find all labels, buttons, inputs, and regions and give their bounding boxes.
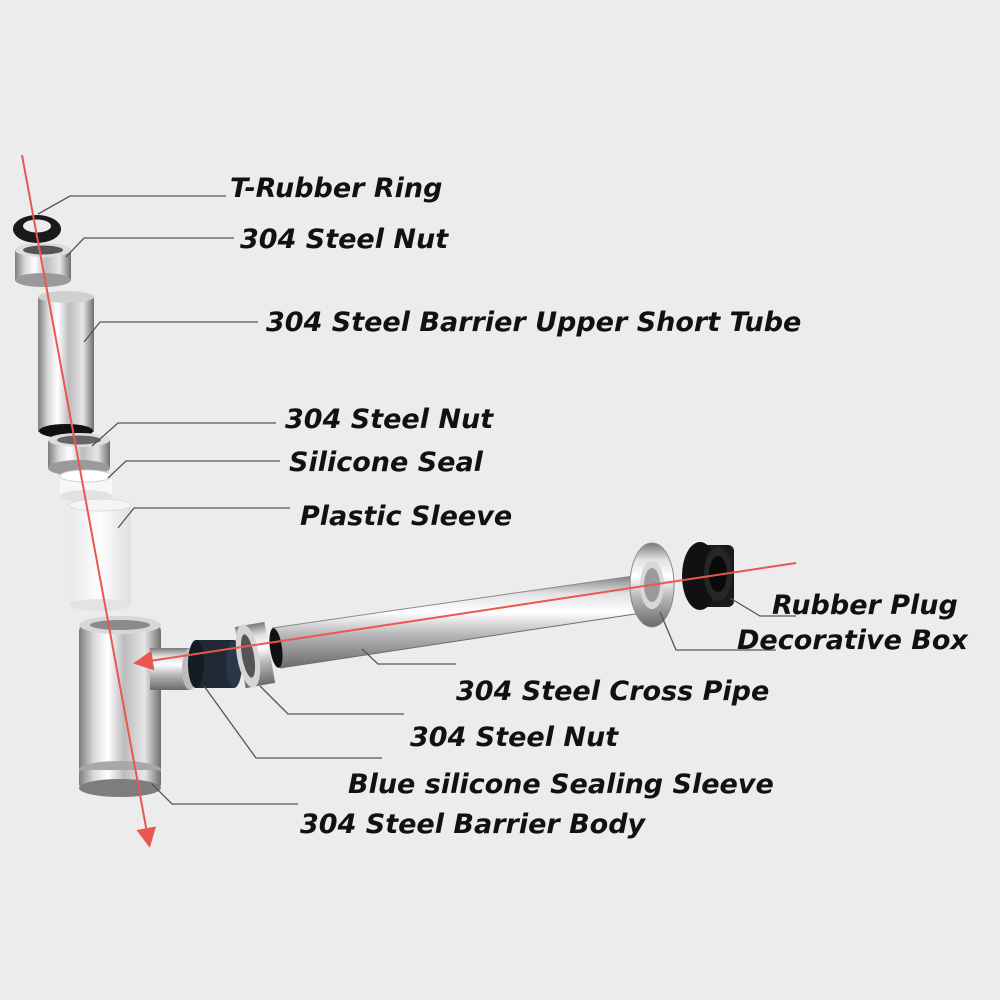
leader-silicone-seal bbox=[107, 460, 280, 479]
plastic-sleeve-part bbox=[68, 498, 132, 611]
blue-silicone-sleeve-part bbox=[188, 640, 242, 688]
label-silicone-seal: Silicone Seal bbox=[289, 447, 484, 478]
leader-t-rubber-ring bbox=[37, 195, 226, 215]
horizontal-axis-arrow-icon bbox=[133, 562, 797, 671]
upper-short-tube-part bbox=[38, 291, 94, 438]
label-nut-middle: 304 Steel Nut bbox=[285, 404, 494, 435]
leader-upper-tube bbox=[83, 321, 258, 343]
label-nut-bottom: 304 Steel Nut bbox=[410, 722, 619, 753]
leader-blue-sleeve bbox=[203, 685, 382, 759]
top-steel-nut-part bbox=[15, 243, 71, 287]
label-plastic-sleeve: Plastic Sleeve bbox=[300, 501, 512, 532]
label-nut-top: 304 Steel Nut bbox=[240, 224, 449, 255]
vertical-axis-arrow-icon bbox=[21, 154, 157, 848]
t-rubber-ring-part bbox=[13, 215, 61, 243]
label-blue-sleeve: Blue silicone Sealing Sleeve bbox=[348, 769, 774, 800]
label-upper-short-tube: 304 Steel Barrier Upper Short Tube bbox=[266, 307, 801, 338]
leader-rubber-plug bbox=[729, 597, 796, 617]
label-rubber-plug: Rubber Plug bbox=[772, 590, 958, 621]
leader-plastic-sleeve bbox=[117, 507, 290, 529]
label-t-rubber-ring: T-Rubber Ring bbox=[230, 173, 442, 204]
barrier-body-part bbox=[79, 616, 198, 797]
leader-nut-bottom bbox=[259, 685, 404, 715]
leader-barrier-body bbox=[151, 783, 298, 805]
leader-decorative-box bbox=[659, 611, 776, 651]
leader-nut-top bbox=[65, 237, 234, 258]
label-cross-pipe: 304 Steel Cross Pipe bbox=[456, 676, 769, 707]
bottom-steel-nut-part bbox=[234, 621, 276, 689]
middle-steel-nut-part bbox=[48, 433, 110, 476]
cross-pipe-part bbox=[269, 574, 649, 669]
label-barrier-body: 304 Steel Barrier Body bbox=[300, 809, 647, 840]
label-decorative-box: Decorative Box bbox=[737, 625, 969, 656]
leader-lines bbox=[37, 195, 796, 805]
leader-nut-middle bbox=[91, 422, 276, 447]
leader-cross-pipe bbox=[361, 648, 456, 665]
